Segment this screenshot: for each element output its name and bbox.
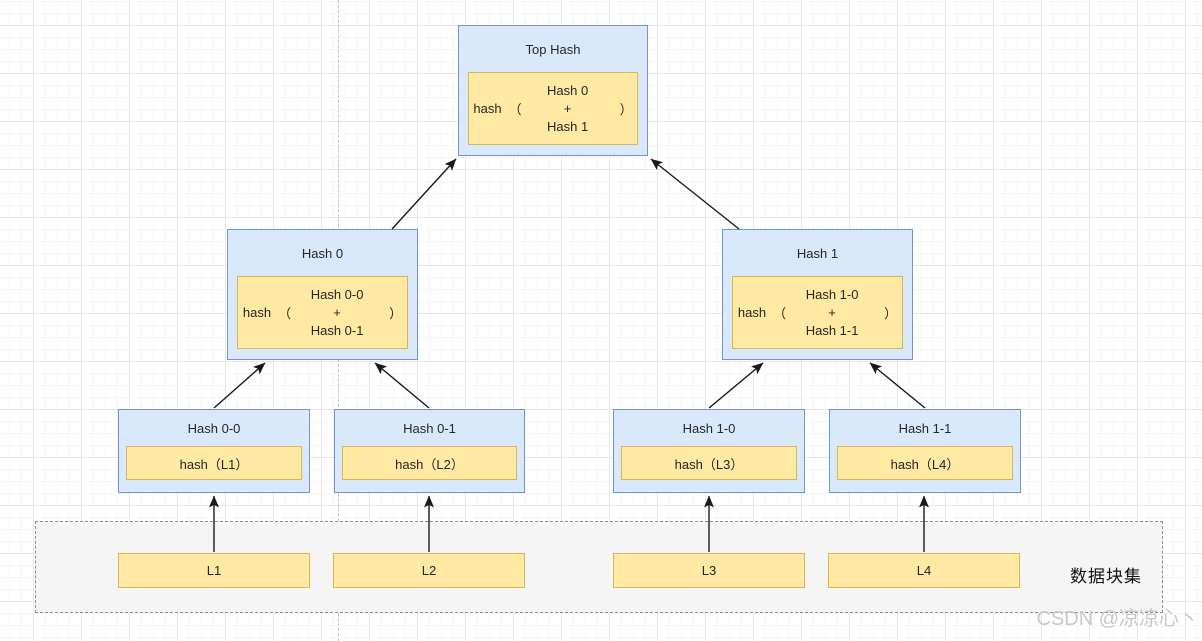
- data-block-l4: L4: [828, 553, 1020, 588]
- hash-formula: hash（L3）: [621, 446, 797, 480]
- leaf-formula: hash（L2）: [395, 456, 464, 472]
- node-hash-0-0: Hash 0-0 hash（L1）: [118, 409, 310, 493]
- node-hash-0: Hash 0 hash （ Hash 0-0 + Hash 0-1 ）: [227, 229, 418, 360]
- hash-formula: hash （ Hash 0-0 + Hash 0-1 ）: [237, 276, 408, 349]
- open-paren: （: [773, 306, 787, 321]
- open-paren: （: [278, 306, 292, 321]
- plus-operator: +: [333, 304, 341, 320]
- hash-func: hash: [242, 305, 272, 320]
- operand-1: Hash 0-0: [310, 286, 364, 302]
- node-title: Hash 0: [301, 245, 344, 261]
- arrow-hash1-to-tophash: [650, 158, 740, 230]
- node-hash-1-0: Hash 1-0 hash（L3）: [613, 409, 805, 493]
- operand-2: Hash 0-1: [310, 322, 364, 338]
- data-block-l3: L3: [613, 553, 805, 588]
- operand-stack: Hash 0-0 + Hash 0-1: [306, 286, 368, 340]
- arrow-hash00-to-hash0: [213, 362, 266, 409]
- node-title: Hash 0-1: [403, 420, 456, 436]
- close-paren: ）: [389, 306, 403, 321]
- data-block-l1: L1: [118, 553, 310, 588]
- hash-formula: hash （ Hash 0 + Hash 1 ）: [468, 72, 638, 145]
- hash-formula: hash（L4）: [837, 446, 1013, 480]
- hash-formula: hash（L2）: [342, 446, 517, 480]
- operand-stack: Hash 0 + Hash 1: [537, 82, 599, 136]
- node-hash-1: Hash 1 hash （ Hash 1-0 + Hash 1-1 ）: [722, 229, 913, 360]
- operand-stack: Hash 1-0 + Hash 1-1: [801, 286, 863, 340]
- leaf-formula: hash（L1）: [179, 456, 249, 472]
- node-title: Hash 0-0: [187, 420, 241, 436]
- node-hash-0-1: Hash 0-1 hash（L2）: [334, 409, 525, 493]
- close-paren: ）: [884, 306, 898, 321]
- arrow-hash01-to-hash0: [374, 362, 430, 409]
- operand-1: Hash 0: [546, 82, 589, 98]
- container-label: 数据块集: [1070, 567, 1142, 586]
- node-title: Hash 1: [796, 245, 839, 261]
- plus-operator: +: [828, 304, 836, 320]
- operand-2: Hash 1: [546, 118, 589, 134]
- hash-formula: hash（L1）: [126, 446, 302, 480]
- hash-func: hash: [737, 305, 767, 320]
- leaf-formula: hash（L4）: [890, 456, 960, 472]
- node-hash-1-1: Hash 1-1 hash（L4）: [829, 409, 1021, 493]
- leaf-formula: hash（L3）: [674, 456, 744, 472]
- node-title: Hash 1-0: [682, 420, 736, 436]
- arrow-hash0-to-tophash: [391, 158, 457, 230]
- node-title: Top Hash: [525, 41, 581, 57]
- operand-2: Hash 1-1: [805, 322, 859, 338]
- node-title: Hash 1-1: [898, 420, 952, 436]
- open-paren: （: [508, 102, 522, 117]
- arrow-hash11-to-hash1: [869, 362, 926, 409]
- csdn-watermark: CSDN @凉凉心丶: [1036, 608, 1199, 630]
- close-paren: ）: [619, 102, 633, 117]
- operand-1: Hash 1-0: [805, 286, 859, 302]
- arrow-hash10-to-hash1: [708, 362, 764, 409]
- data-block-l2: L2: [333, 553, 525, 588]
- hash-formula: hash （ Hash 1-0 + Hash 1-1 ）: [732, 276, 903, 349]
- plus-operator: +: [563, 100, 572, 116]
- node-top-hash: Top Hash hash （ Hash 0 + Hash 1 ）: [458, 25, 648, 156]
- hash-func: hash: [473, 101, 502, 116]
